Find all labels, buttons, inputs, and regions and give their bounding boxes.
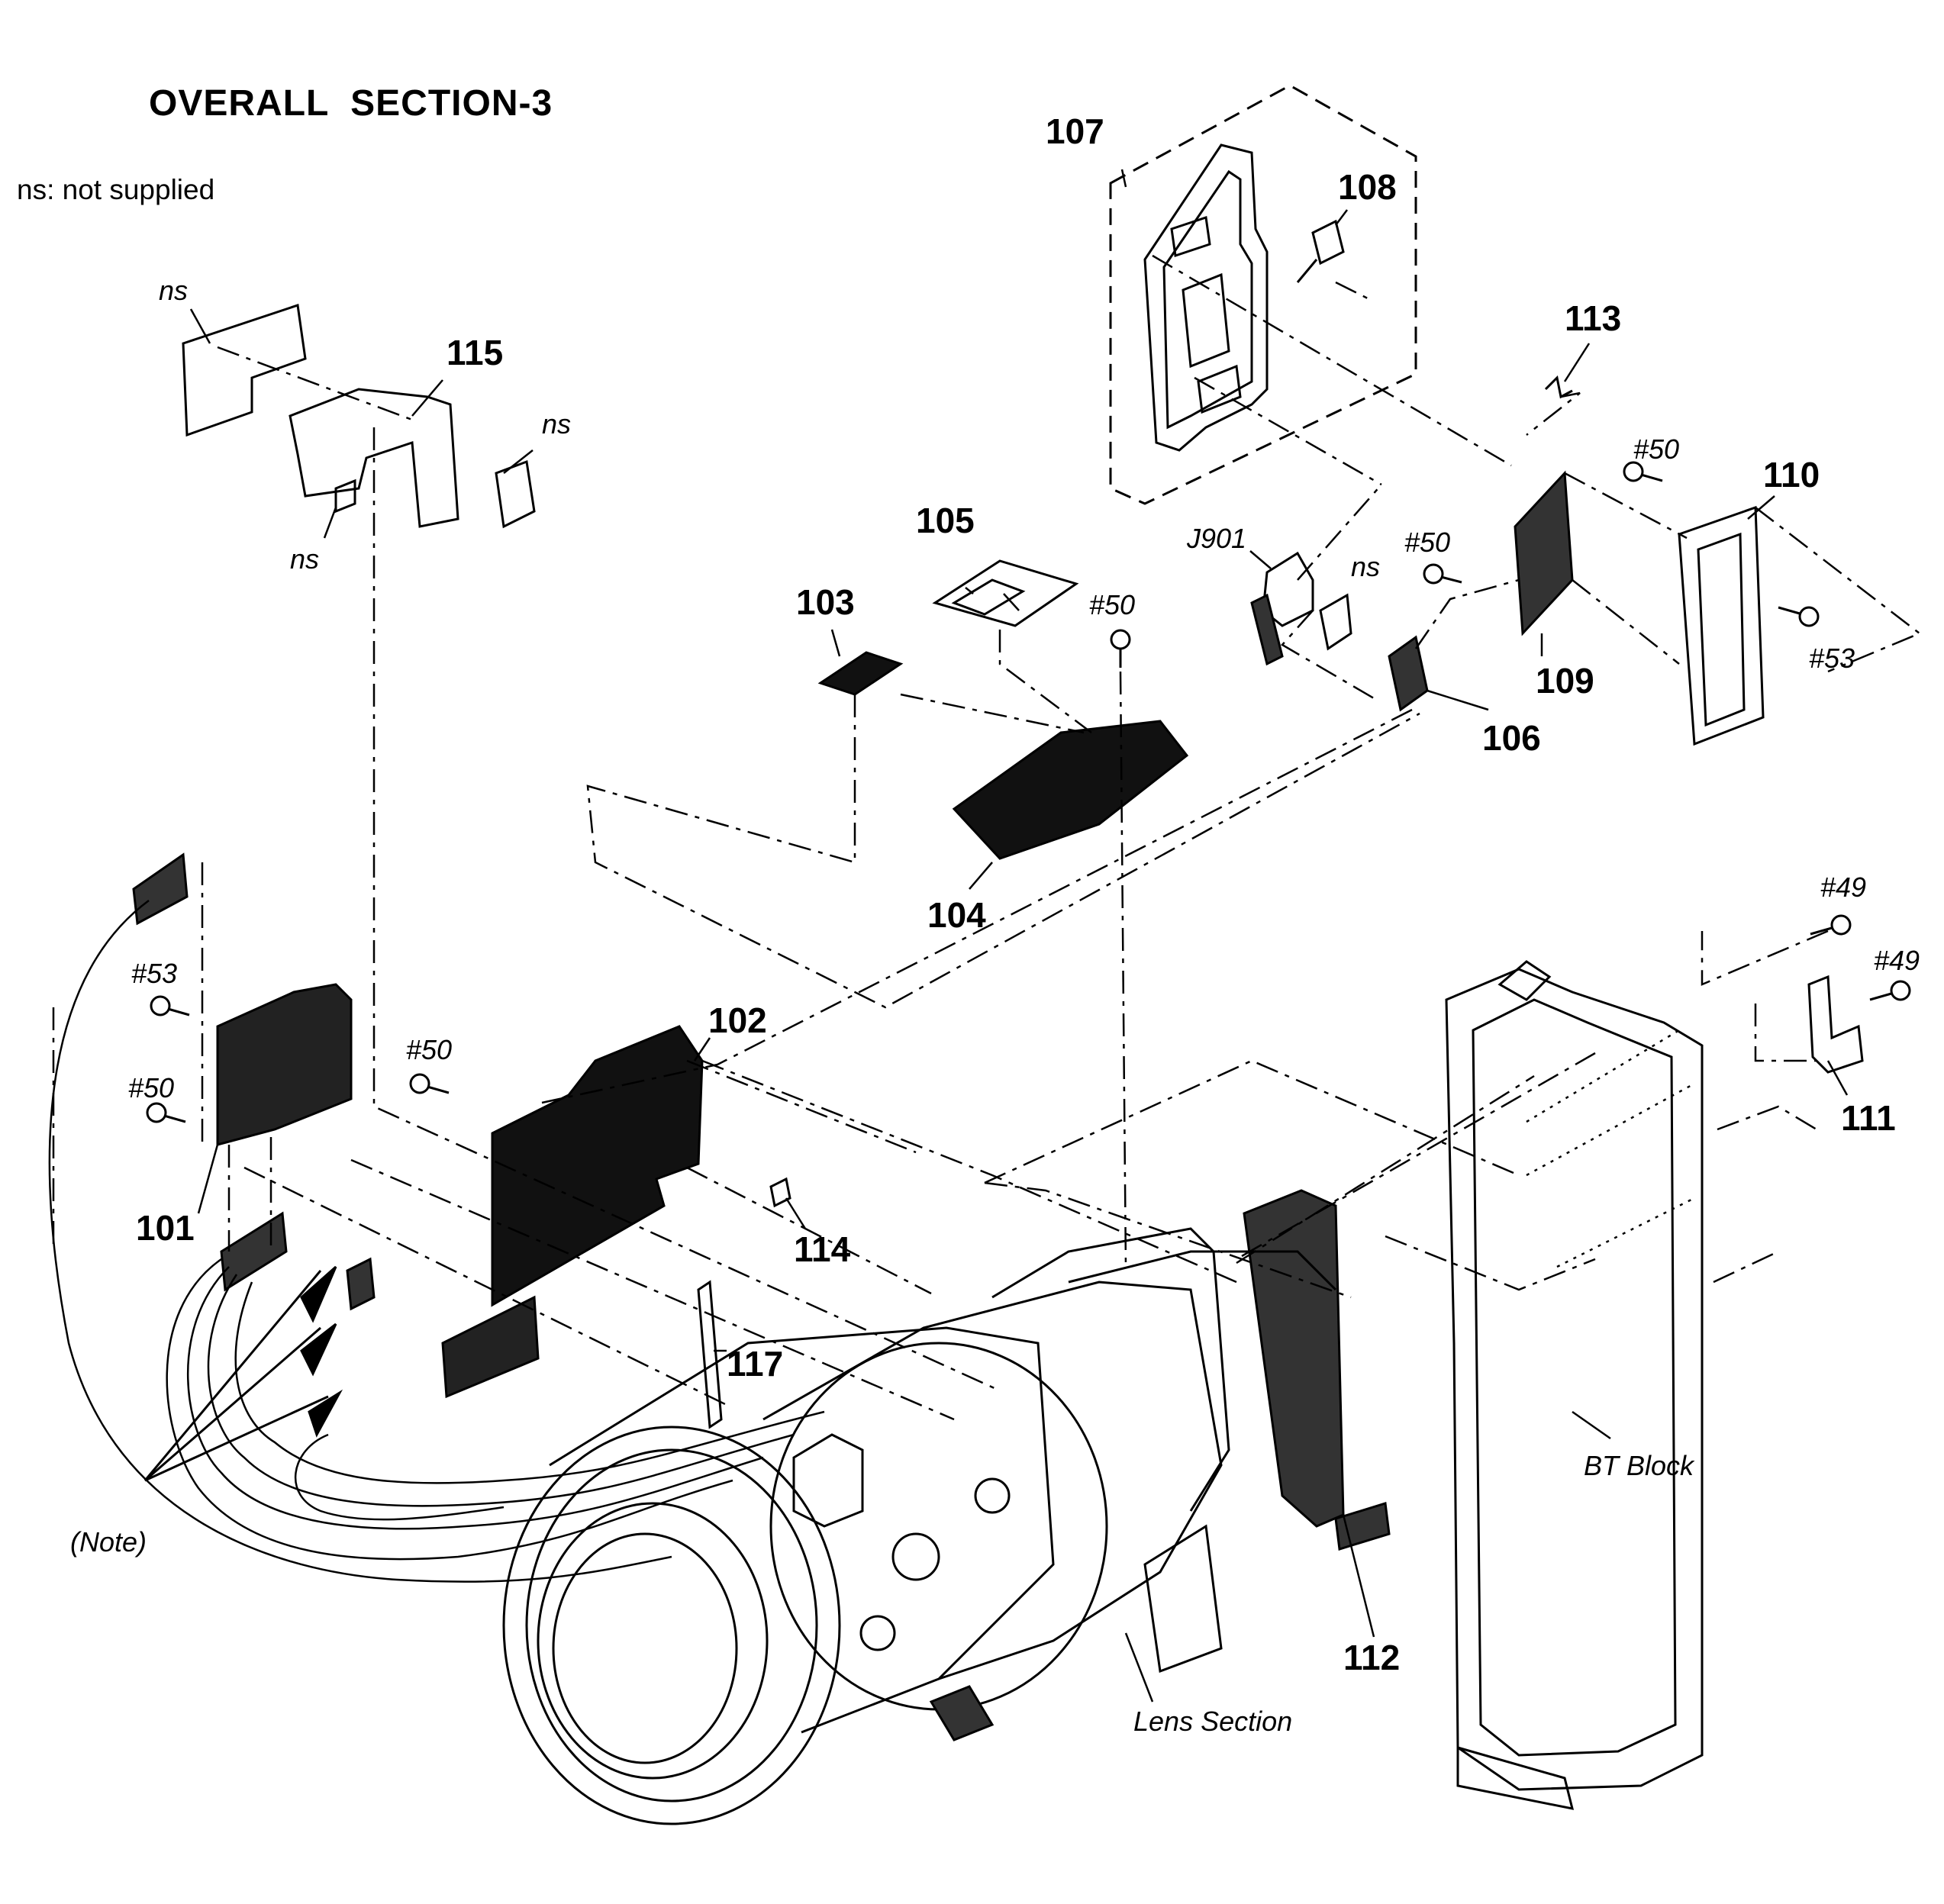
label-110: 110 bbox=[1763, 455, 1820, 495]
part-115-shield bbox=[182, 304, 536, 529]
label-screw-50-left: #50 bbox=[128, 1072, 175, 1103]
part-114-sheet bbox=[769, 1177, 791, 1208]
part-112-cover bbox=[1243, 1189, 1345, 1528]
part-117-strip bbox=[697, 1280, 723, 1429]
label-bt-block: BT Block bbox=[1584, 1450, 1694, 1481]
wire-harness bbox=[48, 899, 825, 1583]
page-title: OVERALL SECTION-3 bbox=[149, 83, 553, 124]
assembly-bt-block bbox=[1445, 960, 1704, 1810]
label-lens-section: Lens Section bbox=[1133, 1706, 1293, 1737]
screw-53-left bbox=[150, 995, 190, 1016]
part-ns-sheet bbox=[1319, 593, 1352, 651]
ns-label-j901: ns bbox=[1351, 551, 1381, 582]
label-102: 102 bbox=[708, 1000, 767, 1040]
label-105: 105 bbox=[916, 501, 975, 540]
part-110-bracket bbox=[1678, 505, 1765, 746]
assembly-lens-section bbox=[502, 1227, 1337, 1825]
label-screw-50-center: #50 bbox=[1089, 589, 1136, 620]
screw-49-right bbox=[1869, 980, 1911, 1001]
label-screw-53-left: #53 bbox=[131, 958, 178, 989]
part-106-connector bbox=[1388, 635, 1429, 712]
screw-50-lower bbox=[409, 1073, 450, 1094]
part-104-board bbox=[952, 720, 1189, 860]
label-j901: J901 bbox=[1187, 523, 1247, 554]
label-screw-49-top: #49 bbox=[1820, 871, 1867, 903]
dotted-guides bbox=[1526, 1029, 1695, 1268]
label-108: 108 bbox=[1338, 167, 1397, 207]
part-105-sheet bbox=[932, 559, 1079, 627]
label-117: 117 bbox=[727, 1344, 784, 1384]
label-screw-50-top-right: #50 bbox=[1633, 433, 1680, 465]
part-111-bracket bbox=[1807, 975, 1864, 1074]
label-114: 114 bbox=[794, 1229, 851, 1269]
label-screw-50-lower: #50 bbox=[406, 1034, 453, 1065]
ns-label-115-top: ns bbox=[159, 275, 189, 306]
label-115: 115 bbox=[447, 333, 504, 372]
part-107-frame bbox=[1143, 143, 1269, 452]
part-113-spring bbox=[1544, 375, 1573, 399]
screw-53-right bbox=[1778, 606, 1820, 627]
label-112: 112 bbox=[1343, 1638, 1401, 1677]
label-107: 107 bbox=[1046, 111, 1104, 151]
label-screw-49-right: #49 bbox=[1874, 945, 1920, 976]
ns-label-115-right: ns bbox=[542, 408, 572, 440]
label-113: 113 bbox=[1565, 298, 1622, 338]
note-arrows bbox=[143, 1265, 343, 1482]
screw-50-mid bbox=[1423, 563, 1462, 585]
label-screw-50-mid: #50 bbox=[1404, 527, 1451, 558]
ns-label-115-bottom: ns bbox=[290, 543, 320, 575]
connector-j901 bbox=[1250, 551, 1314, 666]
label-104: 104 bbox=[927, 895, 986, 935]
label-101: 101 bbox=[136, 1208, 195, 1248]
label-109: 109 bbox=[1536, 661, 1594, 701]
part-108-switch bbox=[1296, 219, 1345, 283]
screw-50-top-right bbox=[1623, 461, 1663, 482]
screws bbox=[146, 461, 1911, 1123]
label-103: 103 bbox=[796, 582, 855, 622]
label-screw-53-right: #53 bbox=[1809, 643, 1855, 674]
alignment-lines bbox=[52, 254, 1922, 1421]
part-109-board bbox=[1514, 470, 1574, 636]
leader-lines bbox=[189, 169, 1849, 1703]
screw-49-top bbox=[1810, 914, 1852, 936]
part-102-board bbox=[346, 1025, 704, 1399]
label-111: 111 bbox=[1841, 1098, 1896, 1138]
label-106: 106 bbox=[1482, 718, 1541, 758]
screw-50-center bbox=[1110, 629, 1131, 668]
label-note: (Note) bbox=[70, 1526, 147, 1558]
screw-50-left bbox=[146, 1102, 186, 1123]
legend-note: ns: not supplied bbox=[17, 174, 215, 205]
part-103-connector bbox=[817, 651, 904, 696]
